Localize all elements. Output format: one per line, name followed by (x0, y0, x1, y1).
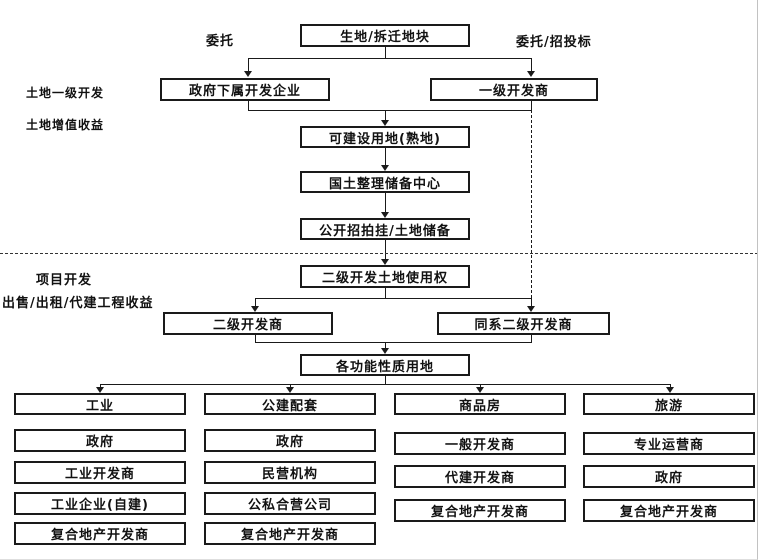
grid-item: 一般开发商 (394, 432, 566, 455)
node-gov-dev-enterprise: 政府下属开发企业 (160, 78, 330, 101)
edge-label-entrust-bid: 委托/招投标 (516, 35, 592, 50)
grid-item: 政府 (583, 465, 755, 488)
category-industry: 工业 (14, 393, 186, 415)
arrowhead (286, 387, 294, 393)
connector-vline (385, 47, 386, 58)
grid-item: 复合地产开发商 (583, 499, 755, 522)
grid-item: 工业企业(自建) (14, 492, 186, 515)
grid-item: 公私合营公司 (204, 492, 376, 515)
category-tourism: 旅游 (583, 393, 755, 415)
grid-item: 政府 (204, 429, 376, 452)
arrowhead (251, 306, 259, 312)
arrowhead (527, 306, 535, 312)
arrowhead (381, 259, 389, 265)
connector-vline (670, 384, 671, 388)
connector-vline (385, 148, 386, 165)
connector-vline (385, 110, 386, 120)
grid-item: 专业运营商 (583, 432, 755, 455)
grid-item: 复合地产开发商 (14, 522, 186, 545)
arrowhead (96, 387, 104, 393)
node-buildable-land: 可建设用地(熟地) (300, 126, 470, 148)
node-land-reserve-center: 国土整理储备中心 (300, 171, 470, 193)
grid-item: 代建开发商 (394, 465, 566, 488)
grid-item: 政府 (14, 429, 186, 452)
grid-item: 工业开发商 (14, 461, 186, 484)
connector-vline (385, 376, 386, 385)
edge-label-entrust: 委托 (206, 34, 235, 49)
connector-vline (385, 342, 386, 348)
connector-vline (480, 384, 481, 388)
connector-vline (531, 298, 532, 306)
node-secondary-developer: 二级开发商 (163, 312, 333, 335)
connector-vline (100, 384, 101, 388)
connector-vline (385, 240, 386, 259)
node-raw-land: 生地/拆迁地块 (300, 24, 470, 47)
connector-vline (531, 58, 532, 71)
stage-divider-dashed-line (0, 253, 757, 254)
node-functional-land: 各功能性质用地 (300, 354, 470, 376)
dashed-connector-vline (531, 110, 532, 298)
node-public-bidding: 公开招拍挂/土地储备 (300, 218, 470, 240)
connector-vline (531, 101, 532, 110)
connector-vline (248, 101, 249, 110)
arrowhead (381, 212, 389, 218)
node-primary-developer: 一级开发商 (430, 78, 598, 101)
arrowhead (476, 387, 484, 393)
node-secondary-land-use-right: 二级开发土地使用权 (300, 265, 470, 288)
connector-vline (531, 335, 532, 343)
connector-hline (100, 384, 671, 385)
grid-item: 复合地产开发商 (204, 522, 376, 545)
side-label-primary-stage: 土地一级开发 (26, 86, 105, 100)
connector-vline (385, 288, 386, 299)
connector-vline (290, 384, 291, 388)
arrowhead (381, 348, 389, 354)
category-public-facilities: 公建配套 (204, 393, 376, 415)
arrowhead (381, 120, 389, 126)
grid-item: 复合地产开发商 (394, 499, 566, 522)
arrowhead (244, 71, 252, 77)
connector-vline (255, 298, 256, 306)
connector-hline (255, 342, 532, 343)
connector-vline (385, 193, 386, 212)
category-commercial-housing: 商品房 (394, 393, 566, 415)
side-label-primary-income: 土地增值收益 (26, 118, 105, 132)
connector-hline (248, 110, 532, 111)
connector-vline (248, 58, 249, 71)
side-label-project-income: 出售/出租/代建工程收益 (2, 296, 154, 311)
connector-vline (255, 335, 256, 343)
arrowhead (666, 387, 674, 393)
grid-item: 民营机构 (204, 461, 376, 484)
node-affiliated-secondary-developer: 同系二级开发商 (437, 312, 610, 335)
connector-hline (248, 58, 532, 59)
side-label-project-stage: 项目开发 (36, 273, 93, 288)
connector-hline (255, 298, 532, 299)
arrowhead (527, 71, 535, 77)
arrowhead (381, 165, 389, 171)
